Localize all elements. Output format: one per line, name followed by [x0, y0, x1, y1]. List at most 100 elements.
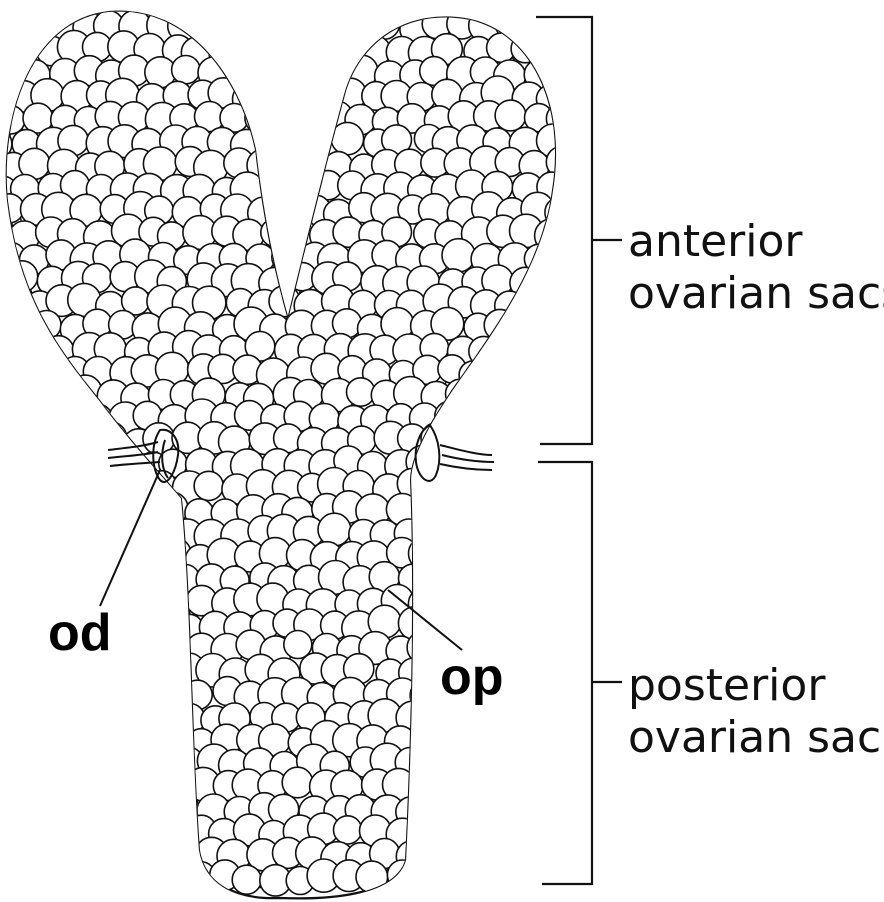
- bracket-anterior: [536, 17, 622, 444]
- oocyte: [532, 450, 563, 481]
- oocyte: [471, 841, 505, 875]
- oocyte: [18, 562, 52, 596]
- oocyte: [510, 767, 541, 798]
- oocyte: [24, 704, 54, 734]
- oocyte: [94, 519, 126, 551]
- oocyte: [58, 723, 88, 753]
- oocyte: [423, 519, 453, 549]
- oocyte: [72, 660, 102, 690]
- oocyte: [58, 772, 87, 801]
- oocyte: [545, 702, 576, 733]
- oocyte: [459, 820, 489, 850]
- oocyte: [132, 632, 164, 664]
- oocyte: [334, 816, 362, 844]
- oocyte: [13, 769, 41, 797]
- oocyte: [194, 471, 223, 500]
- oocyte: [471, 426, 500, 455]
- oocyte: [68, 560, 101, 593]
- oocyte: [468, 559, 501, 592]
- oocyte: [0, 405, 19, 438]
- oocyte: [136, 584, 165, 613]
- oocyte: [282, 767, 313, 798]
- oocyte: [493, 838, 525, 870]
- oocyte: [43, 700, 74, 731]
- oocyte: [119, 609, 149, 639]
- oocyte: [550, 332, 580, 362]
- oocyte: [535, 308, 566, 339]
- oocyte: [548, 288, 580, 320]
- oocyte: [431, 540, 464, 573]
- od-pointer-line: [100, 470, 160, 606]
- oocyte: [1, 658, 30, 687]
- oocyte: [546, 842, 576, 872]
- oocyte: [60, 491, 94, 525]
- oocyte: [409, 537, 443, 571]
- oocyte: [83, 448, 117, 482]
- oocyte: [507, 682, 537, 712]
- oocyte: [435, 401, 466, 432]
- oocyte: [81, 723, 111, 753]
- oocyte: [408, 865, 437, 894]
- oocyte: [522, 423, 556, 457]
- oocyte: [412, 498, 440, 526]
- oocyte: [520, 335, 550, 365]
- oocyte-cluster: [0, 0, 581, 898]
- oocyte: [480, 402, 514, 436]
- oocyte: [312, 0, 342, 18]
- oocyte: [535, 355, 567, 387]
- oocyte: [495, 100, 526, 131]
- oocyte: [535, 219, 568, 252]
- oocyte: [282, 128, 314, 160]
- oocyte: [82, 677, 113, 708]
- oocyte: [19, 12, 52, 45]
- oocyte: [297, 102, 329, 134]
- oocyte: [87, 817, 118, 848]
- oocyte: [7, 491, 40, 524]
- oocyte: [10, 813, 42, 845]
- oocyte: [7, 399, 41, 433]
- oocyte: [269, 198, 299, 228]
- anterior-label-line2: ovarian sacs: [628, 268, 884, 319]
- oocyte: [147, 659, 178, 690]
- oocyte: [0, 543, 14, 576]
- oocyte: [0, 562, 26, 591]
- anterior-label-line1: anterior: [628, 216, 803, 267]
- oocyte: [497, 381, 526, 410]
- oocyte: [0, 55, 27, 87]
- oocyte: [245, 8, 278, 41]
- oocyte: [482, 865, 512, 895]
- oocyte: [0, 610, 29, 639]
- oocyte: [495, 703, 529, 737]
- oocyte: [0, 794, 27, 822]
- oocyte: [163, 632, 193, 662]
- oocyte: [143, 613, 174, 644]
- oocyte: [59, 677, 93, 711]
- oocyte: [473, 748, 502, 777]
- oocyte: [35, 402, 65, 432]
- oocyte: [18, 658, 49, 689]
- posterior-label-line2: ovarian sac: [628, 712, 881, 763]
- oocyte: [264, 0, 293, 18]
- oocyte: [87, 496, 120, 529]
- oocyte: [469, 336, 499, 366]
- oocyte: [447, 476, 475, 504]
- oocyte: [436, 587, 469, 620]
- oocyte: [497, 792, 530, 825]
- oocyte: [9, 584, 39, 614]
- od-label: od: [48, 604, 112, 662]
- oocyte: [119, 653, 153, 687]
- oocyte: [384, 0, 417, 20]
- oocyte: [518, 564, 550, 596]
- oocyte: [7, 630, 38, 661]
- oocyte: [545, 471, 579, 505]
- oocyte: [521, 796, 550, 825]
- oocyte: [270, 102, 303, 135]
- oocyte: [499, 469, 532, 502]
- oocyte: [0, 744, 25, 775]
- oocyte: [533, 767, 565, 799]
- oocyte: [356, 861, 388, 893]
- oocyte: [0, 496, 14, 529]
- oocyte: [45, 796, 75, 826]
- oocyte: [6, 261, 37, 292]
